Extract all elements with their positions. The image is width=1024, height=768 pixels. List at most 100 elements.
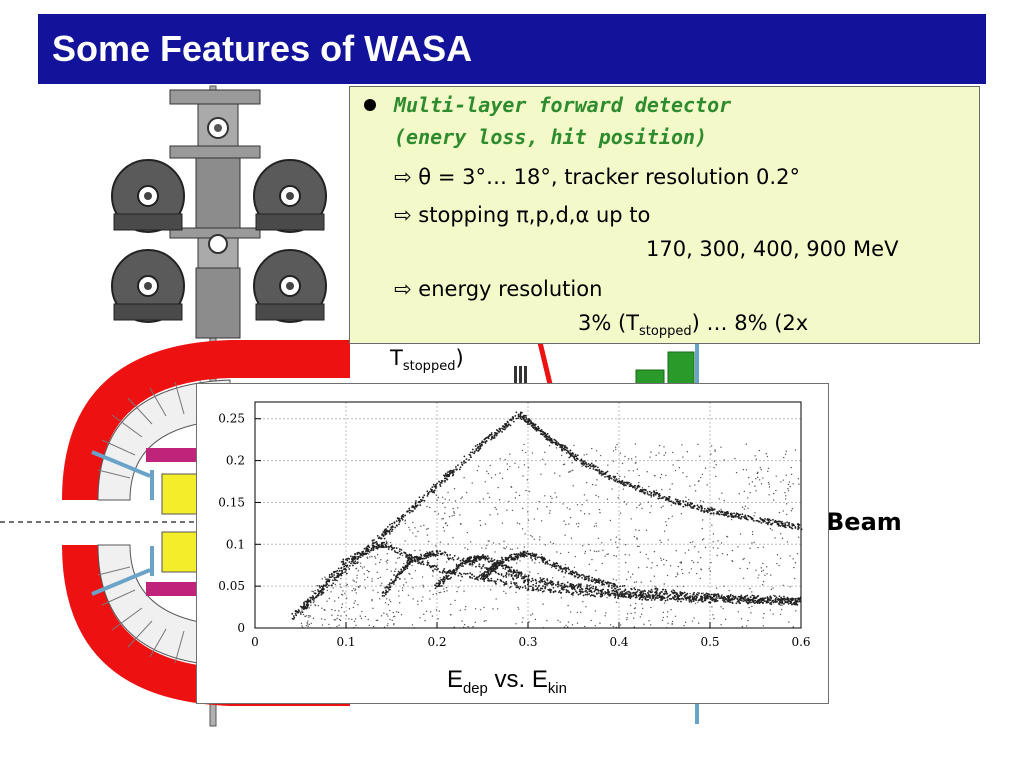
- band-point: [386, 525, 389, 528]
- band-point: [523, 419, 526, 422]
- scatter-point: [751, 605, 753, 608]
- band-point: [552, 591, 555, 594]
- scatter-point: [751, 591, 753, 593]
- band-point: [593, 577, 596, 580]
- scatter-point: [632, 470, 635, 472]
- band-point: [580, 583, 582, 586]
- band-point: [428, 564, 431, 567]
- scatter-point: [531, 558, 533, 561]
- scatter-point: [685, 496, 687, 498]
- band-point: [703, 507, 706, 510]
- band-point: [772, 518, 774, 521]
- scatter-point: [639, 503, 642, 505]
- scatter-point: [701, 527, 703, 530]
- scatter-point: [557, 619, 559, 622]
- band-point: [469, 557, 471, 560]
- band-point: [625, 596, 628, 598]
- band-point: [294, 612, 297, 615]
- band-point: [580, 459, 583, 462]
- scatter-point: [619, 538, 621, 541]
- band-point: [515, 577, 518, 579]
- band-point: [519, 412, 522, 415]
- scatter-point: [601, 542, 603, 544]
- scatter-point: [333, 619, 336, 621]
- band-point: [652, 490, 655, 493]
- scatter-point: [569, 471, 571, 473]
- band-point: [470, 456, 472, 459]
- band-point: [686, 592, 689, 595]
- band-point: [489, 560, 492, 562]
- band-point: [793, 601, 796, 604]
- band-point: [461, 563, 464, 565]
- scatter-point: [345, 615, 348, 617]
- band-point: [459, 559, 462, 562]
- band-point: [478, 563, 481, 566]
- band-point: [527, 574, 530, 577]
- band-point: [305, 601, 308, 603]
- band-point: [504, 566, 507, 569]
- scatter-point: [680, 562, 683, 564]
- scatter-point: [398, 595, 400, 597]
- band-point: [503, 428, 506, 431]
- scatter-point: [576, 622, 579, 624]
- band-point: [678, 594, 680, 597]
- band-point: [643, 589, 646, 592]
- scatter-point: [609, 519, 612, 522]
- band-point: [474, 578, 476, 580]
- band-point: [637, 595, 640, 597]
- scatter-point: [442, 518, 445, 520]
- scatter-point: [340, 606, 343, 609]
- band-point: [545, 434, 548, 437]
- band-point: [421, 496, 424, 499]
- band-point: [598, 470, 601, 473]
- band-point: [634, 488, 637, 491]
- band-point: [690, 600, 693, 603]
- band-point: [646, 596, 649, 598]
- band-point: [344, 562, 347, 564]
- band-point: [582, 460, 585, 463]
- band-point: [503, 426, 505, 428]
- scatter-point: [357, 603, 359, 606]
- scatter-point: [471, 565, 473, 567]
- band-point: [694, 595, 697, 597]
- band-point: [650, 494, 653, 497]
- band-point: [716, 599, 719, 602]
- band-point: [508, 423, 510, 426]
- band-point: [638, 593, 641, 596]
- scatter-point: [542, 603, 544, 605]
- band-point: [638, 589, 641, 592]
- band-point: [604, 581, 607, 584]
- band-point: [437, 567, 439, 570]
- scatter-point: [341, 594, 344, 596]
- scatter-point: [645, 553, 648, 556]
- scatter-point: [540, 553, 543, 556]
- scatter-point: [538, 539, 541, 541]
- scatter-point: [784, 453, 787, 455]
- scatter-point: [701, 539, 704, 541]
- band-point: [527, 575, 530, 578]
- band-point: [740, 594, 743, 597]
- scatter-point: [494, 551, 496, 553]
- band-point: [374, 541, 377, 544]
- band-point: [420, 563, 422, 565]
- band-point: [468, 459, 470, 461]
- band-point: [788, 522, 790, 525]
- band-point: [457, 574, 460, 577]
- band-point: [444, 472, 447, 475]
- band-point: [706, 511, 709, 514]
- scatter-point: [345, 597, 348, 599]
- scatter-point: [464, 605, 467, 608]
- band-point: [548, 559, 551, 562]
- scatter-point: [484, 523, 487, 525]
- scatter-point: [357, 585, 359, 588]
- band-point: [685, 598, 688, 601]
- scatter-point: [549, 510, 551, 512]
- band-point: [408, 553, 411, 556]
- scatter-point: [699, 577, 702, 580]
- scatter-point: [321, 607, 323, 609]
- scatter-point: [474, 608, 477, 610]
- scatter-point: [575, 523, 578, 525]
- band-point: [621, 480, 624, 483]
- band-point: [483, 556, 486, 559]
- scatter-point: [599, 622, 601, 624]
